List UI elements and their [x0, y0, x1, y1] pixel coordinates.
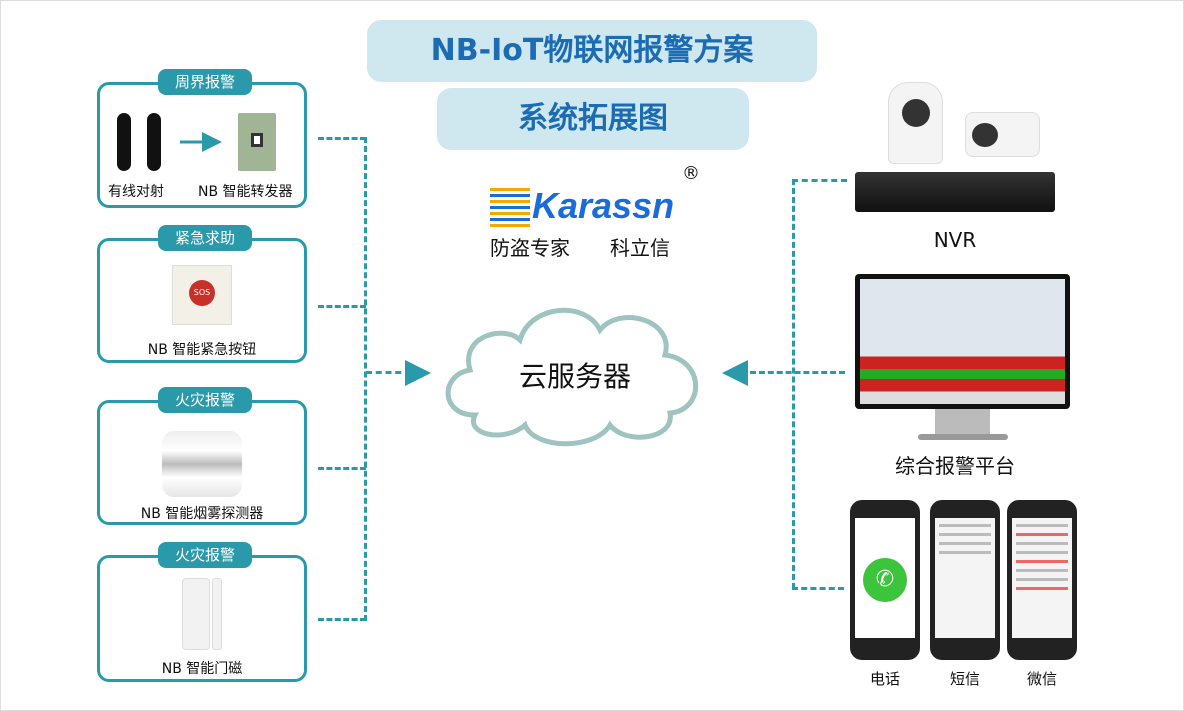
monitor-stand — [935, 409, 990, 435]
connector-line — [792, 587, 844, 590]
monitor-base — [918, 434, 1008, 440]
nb-repeater-icon — [238, 113, 276, 171]
page-subtitle: 系统拓展图 — [437, 88, 749, 150]
page-title: NB-IoT物联网报警方案 — [367, 20, 817, 82]
logo-brand: Karassn — [532, 185, 675, 226]
beam-detector-icon — [117, 113, 131, 171]
group-title: 周界报警 — [158, 69, 252, 95]
sos-text: SOS — [189, 280, 215, 306]
platform-label: 综合报警平台 — [895, 454, 1015, 478]
caption: NB 智能转发器 — [198, 184, 293, 200]
phone-label: 短信 — [949, 670, 980, 688]
logo-slogan-right: 科立信 — [610, 236, 670, 260]
connector-line — [318, 137, 366, 140]
caption: NB 智能门磁 — [161, 661, 243, 677]
connector-line — [364, 137, 367, 621]
connector-line — [318, 305, 366, 308]
connector-line — [318, 618, 366, 621]
group-door-sensor: 火灾报警 NB 智能门磁 — [97, 542, 307, 682]
group-emergency: 紧急求助 SOS NB 智能紧急按钮 — [97, 225, 307, 363]
arrow-right-icon — [405, 360, 431, 386]
phone-wechat-icon — [1007, 500, 1077, 660]
connector-line — [750, 371, 845, 374]
logo-slogan-left: 防盗专家 — [490, 236, 570, 260]
bullet-camera-icon — [965, 112, 1040, 157]
caption: 有线对射 — [108, 184, 164, 200]
karassn-logo: Karassn ® 防盗专家 科立信 — [490, 164, 700, 260]
smoke-detector-icon — [162, 431, 242, 497]
nvr-label: NVR — [933, 228, 977, 252]
phone-label: 微信 — [1026, 670, 1057, 688]
cloud-icon — [445, 307, 699, 447]
nvr-device-icon — [855, 172, 1055, 212]
sos-button-icon: SOS — [172, 265, 232, 325]
logo-mark-icon — [490, 188, 530, 228]
group-fire-smoke: 火灾报警 NB 智能烟雾探测器 — [97, 387, 307, 525]
arrow-left-icon — [722, 360, 748, 386]
registered-mark: ® — [682, 163, 700, 184]
group-title: 火灾报警 — [158, 542, 252, 568]
connector-line — [792, 179, 847, 182]
phone-sms-icon — [930, 500, 1000, 660]
caption: NB 智能烟雾探测器 — [140, 506, 264, 522]
group-title: 紧急求助 — [158, 225, 252, 251]
door-sensor-icon — [182, 578, 210, 650]
connector-line — [318, 467, 366, 470]
monitor-icon — [855, 274, 1070, 409]
phone-call-icon: ✆ — [850, 500, 920, 660]
door-magnet-icon — [212, 578, 222, 650]
caption: NB 智能紧急按钮 — [147, 342, 257, 358]
group-perimeter: 周界报警 有线对射 NB 智能转发器 — [97, 69, 307, 208]
beam-detector-icon — [147, 113, 161, 171]
phone-label: 电话 — [869, 670, 900, 688]
arrow-right-icon — [180, 132, 222, 152]
connector-line — [792, 179, 795, 589]
cloud-server-label: 云服务器 — [518, 360, 631, 393]
ptz-camera-icon — [888, 82, 943, 164]
connector-line — [366, 371, 411, 374]
group-title: 火灾报警 — [158, 387, 252, 413]
